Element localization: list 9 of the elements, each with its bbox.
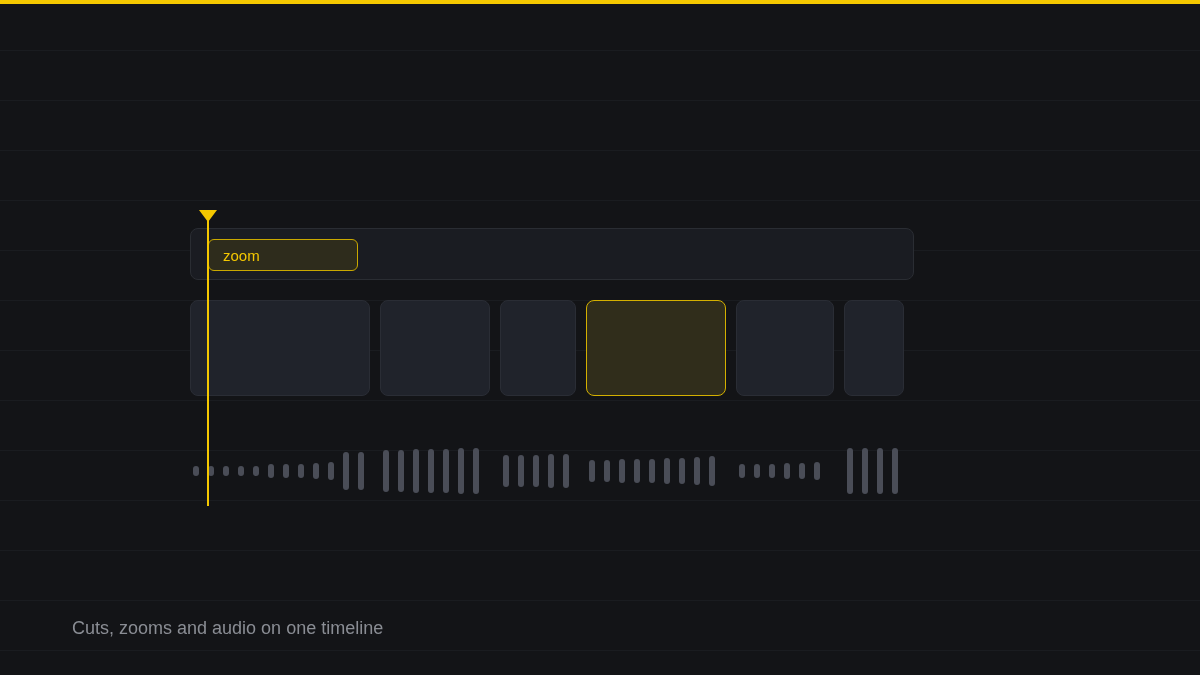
clip-block xyxy=(500,300,576,396)
clip-block xyxy=(190,300,370,396)
selected-clip-block xyxy=(586,300,726,396)
clip-block xyxy=(736,300,834,396)
clip-block xyxy=(380,300,490,396)
track-bar xyxy=(190,228,914,280)
caption: Cuts, zooms and audio on one timeline xyxy=(72,618,384,639)
zoom-clip: zoom xyxy=(208,239,358,271)
clip-block xyxy=(844,300,904,396)
